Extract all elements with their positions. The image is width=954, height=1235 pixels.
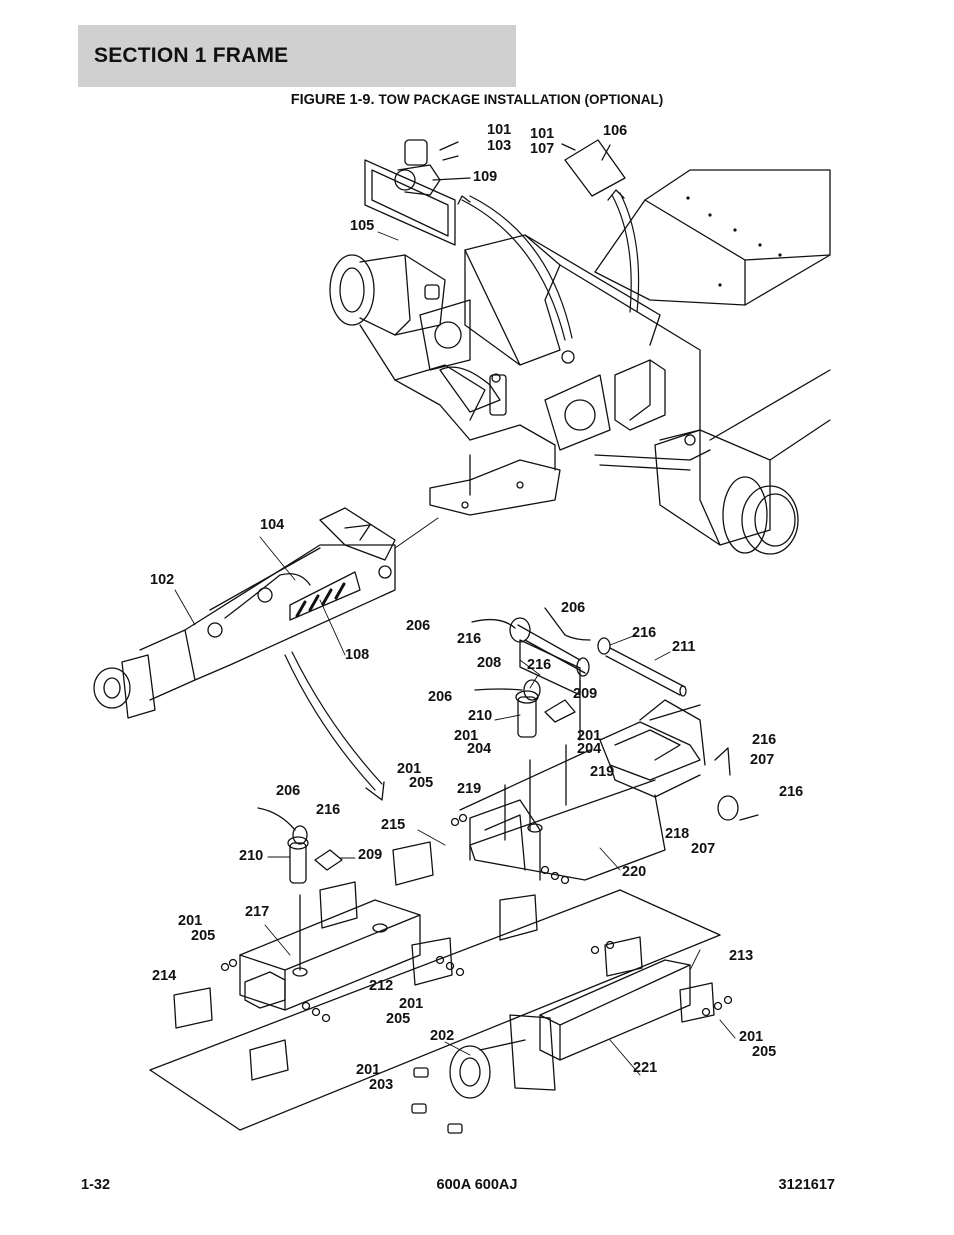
callout-220: 220: [622, 864, 647, 880]
lower-beam: [449, 936, 715, 1099]
vertical-bolts: [504, 744, 567, 841]
callout-203: 203: [369, 1077, 394, 1093]
callout-205d: 205: [752, 1044, 777, 1060]
leader-lines: [174, 231, 736, 1076]
frame-axle-assembly: [329, 169, 831, 555]
callout-210: 210: [468, 708, 493, 724]
callout-207: 207: [750, 752, 775, 768]
callout-209b: 209: [358, 847, 383, 863]
callout-106: 106: [603, 123, 628, 139]
callout-201f: 201: [356, 1062, 381, 1078]
footer-page-number: 1-32: [81, 1177, 111, 1193]
callout-202: 202: [430, 1028, 455, 1044]
callout-201e: 201: [399, 996, 424, 1012]
callout-216b: 216: [632, 625, 657, 641]
callout-201: 201: [454, 728, 479, 744]
callout-206c: 206: [428, 689, 453, 705]
callout-206b: 206: [561, 600, 586, 616]
lower-pins: [257, 807, 343, 971]
pintle-parts: [364, 139, 471, 246]
callout-205: 205: [409, 775, 434, 791]
callout-205c: 205: [386, 1011, 411, 1027]
figure-title: FIGURE 1-9. TOW PACKAGE INSTALLATION (OP…: [0, 92, 954, 108]
drawbar-assembly: [93, 507, 396, 719]
callout-215: 215: [381, 817, 406, 833]
section-title: SECTION 1 FRAME: [94, 44, 289, 67]
callout-108: 108: [345, 647, 370, 663]
callout-104: 104: [260, 517, 285, 533]
callout-105: 105: [350, 218, 375, 234]
callout-216f: 216: [779, 784, 804, 800]
small-bolts: [220, 813, 733, 1134]
callout-218: 218: [665, 826, 690, 842]
callout-210b: 210: [239, 848, 264, 864]
callout-204b: 204: [577, 741, 602, 757]
callout-208: 208: [477, 655, 502, 671]
callout-219: 219: [590, 764, 615, 780]
callout-207b: 207: [691, 841, 716, 857]
callout-216c: 216: [527, 657, 552, 673]
callout-212: 212: [369, 978, 394, 994]
section-header: SECTION 1 FRAME: [78, 25, 516, 87]
callout-206: 206: [406, 618, 431, 634]
callout-103: 103: [487, 138, 512, 154]
callout-201g: 201: [739, 1029, 764, 1045]
callout-213: 213: [729, 948, 754, 964]
figure-number: FIGURE 1-9.: [290, 92, 375, 108]
footer-doc-number: 3121617: [778, 1177, 835, 1193]
callout-201d: 201: [178, 913, 203, 929]
callout-211: 211: [672, 639, 696, 655]
callout-219b: 219: [457, 781, 482, 797]
callout-101b: 101: [530, 126, 555, 142]
callout-217: 217: [245, 904, 270, 920]
callout-206d: 206: [276, 783, 301, 799]
callout-101: 101: [487, 122, 512, 138]
figure-caption: TOW PACKAGE INSTALLATION (OPTIONAL): [378, 92, 664, 107]
callout-204: 204: [467, 741, 492, 757]
callout-102: 102: [150, 572, 175, 588]
callout-205b: 205: [191, 928, 216, 944]
callout-221: 221: [633, 1060, 658, 1076]
upper-hitch-frame: [392, 679, 759, 941]
callout-216d: 216: [752, 732, 777, 748]
callout-201c: 201: [397, 761, 422, 777]
callout-107: 107: [530, 141, 555, 157]
footer-model: 600A 600AJ: [436, 1177, 518, 1193]
callout-109: 109: [473, 169, 498, 185]
lower-hitch-tube: [149, 881, 721, 1131]
callout-216: 216: [457, 631, 482, 647]
callout-201b: 201: [577, 728, 602, 744]
callout-209: 209: [573, 686, 598, 702]
callout-216e: 216: [316, 802, 341, 818]
callout-214: 214: [152, 968, 177, 984]
